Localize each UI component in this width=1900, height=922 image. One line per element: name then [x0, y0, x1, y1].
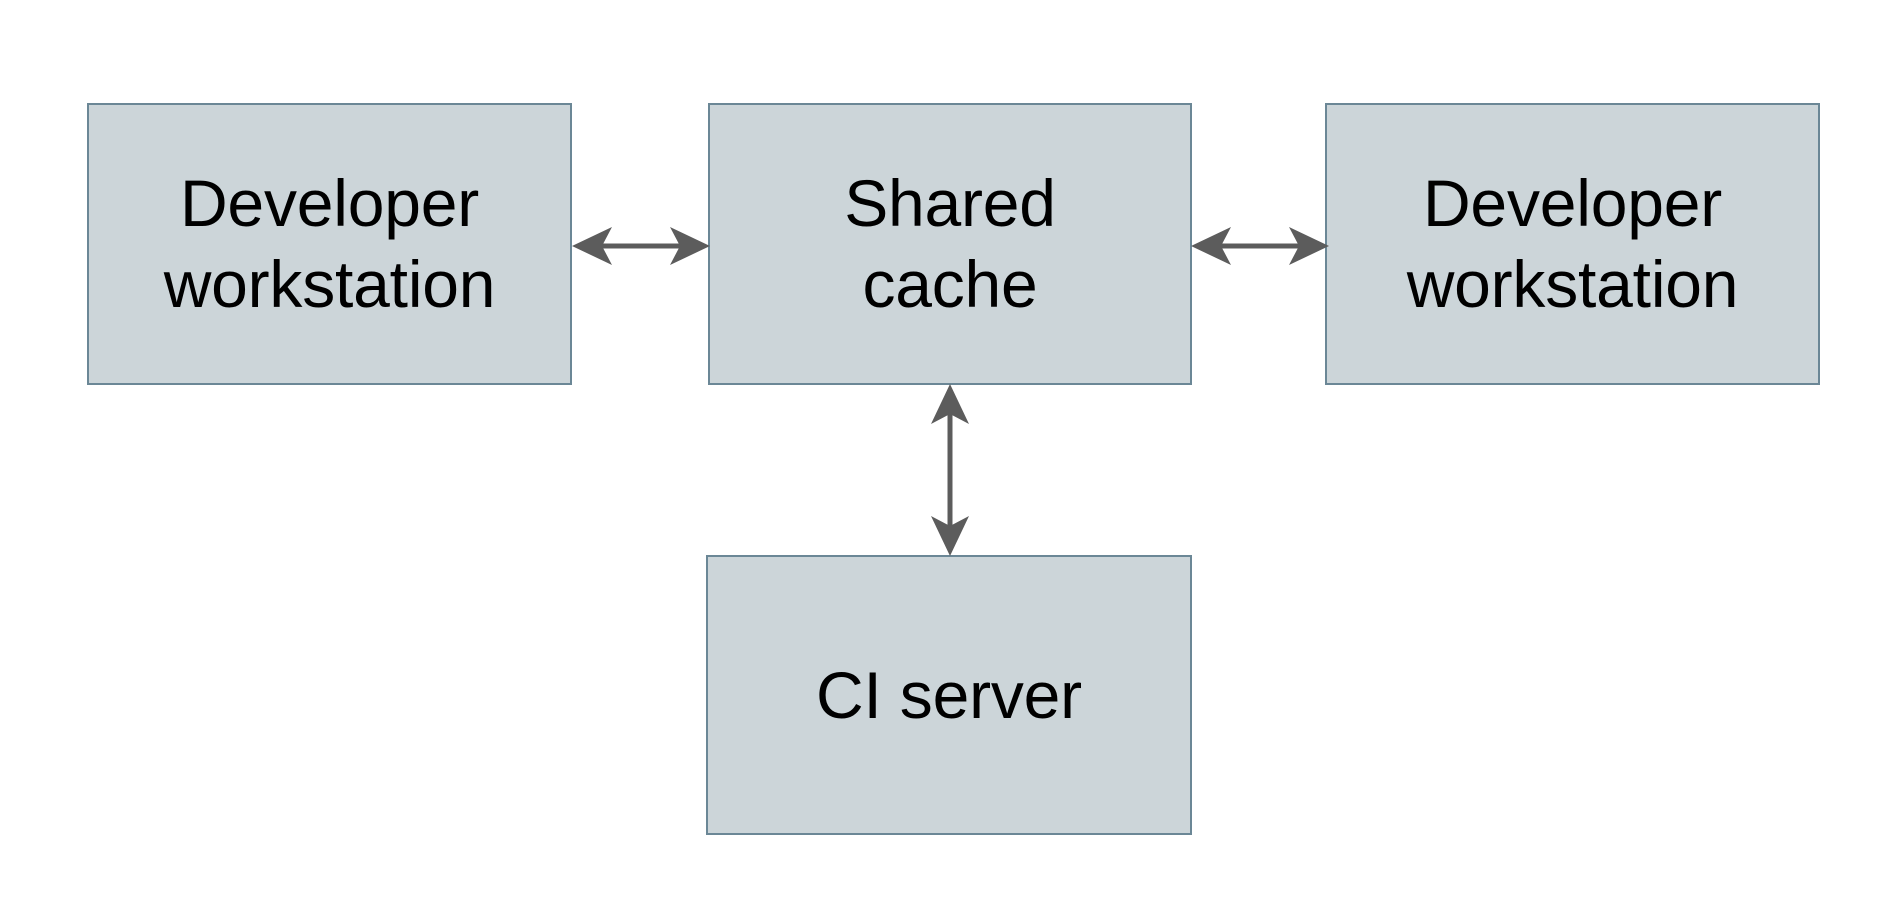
node-label-ci-server: CI server	[816, 657, 1082, 732]
node-developer-workstation-left[interactable]: Developer workstation	[87, 103, 572, 385]
node-ci-server[interactable]: CI server	[706, 555, 1192, 835]
node-label-developer-workstation-right: Developer workstation	[1406, 166, 1739, 321]
node-shared-cache[interactable]: Shared cache	[708, 103, 1192, 385]
connector-shared-cache-to-ci-server	[931, 384, 969, 556]
node-label-developer-workstation-left: Developer workstation	[163, 166, 496, 321]
connector-shared-cache-to-right-workstation	[1191, 227, 1329, 265]
node-label-shared-cache: Shared cache	[844, 166, 1056, 321]
connector-left-workstation-to-shared-cache	[572, 227, 710, 265]
node-developer-workstation-right[interactable]: Developer workstation	[1325, 103, 1820, 385]
